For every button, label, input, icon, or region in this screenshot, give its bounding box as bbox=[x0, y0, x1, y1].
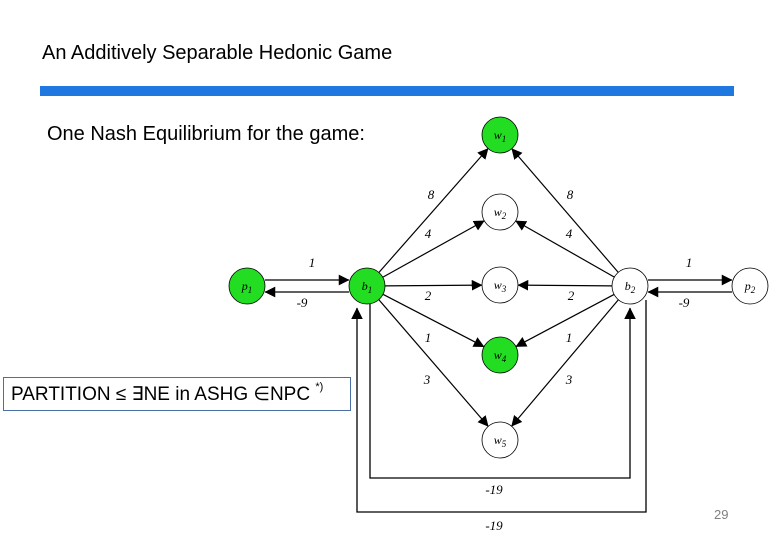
slide-title: An Additively Separable Hedonic Game bbox=[42, 42, 393, 64]
edge-weight-b2-w5: 3 bbox=[565, 372, 573, 387]
edge-b1-w3 bbox=[384, 279, 483, 291]
node-w1: w1 bbox=[481, 116, 519, 154]
node-w2: w2 bbox=[481, 193, 519, 231]
edge-b2-w1 bbox=[511, 148, 619, 273]
node-label-b2: b2 bbox=[625, 279, 636, 295]
edge-weight-b1-w3: 2 bbox=[425, 288, 432, 303]
edge-b1-b2 bbox=[369, 304, 636, 479]
partition-note-text: PARTITION ≤ ∃NE in ASHG ∈NPC bbox=[11, 384, 311, 405]
edge-weight-b1-p1: -9 bbox=[297, 295, 308, 310]
node-w4: w4 bbox=[481, 336, 519, 374]
partition-note-box: PARTITION ≤ ∃NE in ASHG ∈NPC *) bbox=[3, 377, 351, 411]
edge-weight-b2-p2: -9 bbox=[679, 295, 690, 310]
edge-b2-w5 bbox=[511, 299, 619, 427]
edge-weight-b2-w4: 1 bbox=[566, 330, 573, 345]
title-rule bbox=[40, 86, 734, 96]
node-circle-p2 bbox=[731, 267, 769, 305]
edge-b1-w5 bbox=[378, 299, 489, 427]
edge-weight-p2-b2: 1 bbox=[686, 255, 693, 270]
node-p2: p2 bbox=[731, 267, 769, 305]
edge-weight-p1-b1: 1 bbox=[309, 255, 316, 270]
edge-weight-b2-w3: 2 bbox=[568, 288, 575, 303]
node-circle-p1 bbox=[228, 267, 266, 305]
node-circle-w1 bbox=[481, 116, 519, 154]
edge-b1-w4 bbox=[382, 293, 485, 348]
node-circle-w2 bbox=[481, 193, 519, 231]
node-w5: w5 bbox=[481, 421, 519, 459]
node-label-p1: p1 bbox=[241, 279, 253, 295]
node-circle-w5 bbox=[481, 421, 519, 459]
node-circle-b1 bbox=[348, 267, 386, 305]
node-circle-w3 bbox=[481, 266, 519, 304]
partition-note: PARTITION ≤ ∃NE in ASHG ∈NPC *) bbox=[11, 380, 324, 406]
node-label-b1: b1 bbox=[362, 279, 373, 295]
edge-weight-b1-w5: 3 bbox=[423, 372, 431, 387]
edge-b2-b1 bbox=[351, 300, 647, 513]
edge-b2-w2 bbox=[515, 220, 615, 278]
edge-b2-w3 bbox=[517, 279, 613, 291]
slide-subtitle: One Nash Equilibrium for the game: bbox=[47, 123, 365, 145]
edge-b1-w1 bbox=[378, 148, 489, 273]
node-p1: p1 bbox=[228, 267, 266, 305]
edge-b1-w2 bbox=[382, 220, 485, 278]
edge-weight-b2-b1: -19 bbox=[485, 518, 503, 533]
node-circle-w4 bbox=[481, 336, 519, 374]
edge-weight-b1-w2: 4 bbox=[425, 226, 432, 241]
node-w3: w3 bbox=[481, 266, 519, 304]
edge-weight-b1-w1: 8 bbox=[428, 187, 435, 202]
edge-weight-b1-b2: -19 bbox=[485, 482, 503, 497]
node-circle-b2 bbox=[611, 267, 649, 305]
node-b1: b1 bbox=[348, 267, 386, 305]
edge-weight-b2-w2: 4 bbox=[566, 226, 573, 241]
partition-note-footnote: *) bbox=[315, 380, 324, 393]
edge-weight-b1-w4: 1 bbox=[425, 330, 432, 345]
edge-b2-w4 bbox=[515, 293, 615, 348]
edge-weight-b2-w1: 8 bbox=[567, 187, 574, 202]
page-number: 29 bbox=[714, 507, 729, 522]
node-b2: b2 bbox=[611, 267, 649, 305]
